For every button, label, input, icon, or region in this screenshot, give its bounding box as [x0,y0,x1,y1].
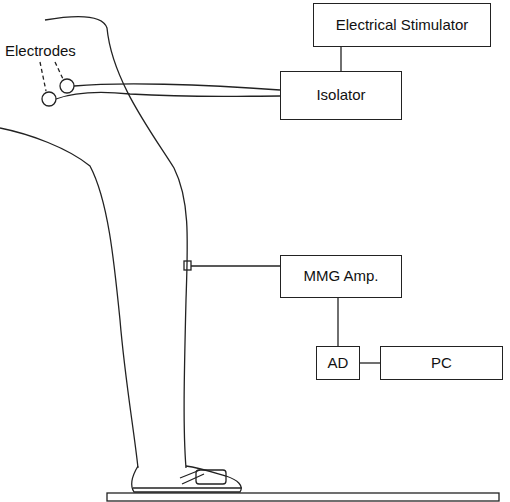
signal-wire [340,47,341,71]
box-label: AD [328,355,349,372]
sensor-wire [191,265,280,266]
device-box: AD [316,346,360,380]
signal-wire [337,298,338,346]
box-label: Electrical Stimulator [336,17,469,34]
shoe-outline [132,466,241,492]
box-label: PC [431,355,452,372]
shoe-lace [180,470,204,484]
device-box: Electrical Stimulator [313,3,491,47]
device-box: MMG Amp. [280,255,402,298]
device-box: Isolator [280,71,402,120]
electrode-wire [74,84,280,90]
part-label: Electrodes [5,42,76,59]
leader-line [55,62,63,79]
box-label: Isolator [316,87,365,104]
leg-back-outline [0,128,138,468]
mmg-sensor [184,261,191,270]
signal-wire [360,362,380,363]
electrode [42,92,56,106]
device-box: PC [380,346,503,380]
shoe-sole [133,487,242,488]
electrode [60,79,74,93]
platform [107,493,499,501]
shoe-strap [196,470,226,484]
leader-line [40,62,46,91]
box-label: MMG Amp. [303,268,378,285]
electrode-wire [56,92,280,99]
